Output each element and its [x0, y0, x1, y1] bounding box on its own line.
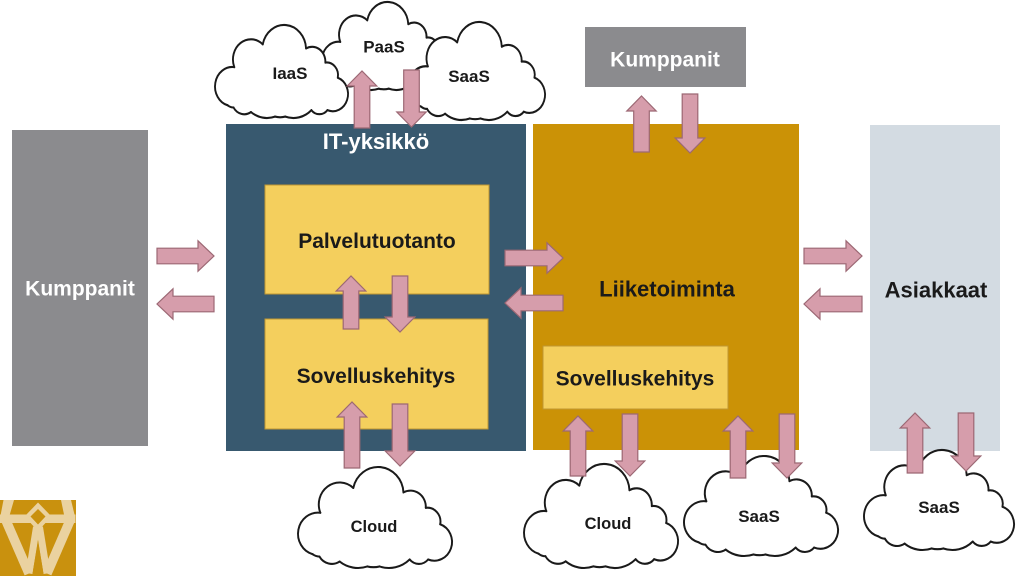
svg-text:Liiketoiminta: Liiketoiminta [599, 277, 735, 302]
svg-text:Asiakkaat: Asiakkaat [885, 278, 988, 303]
svg-text:PaaS: PaaS [363, 38, 405, 57]
svg-text:SaaS: SaaS [918, 498, 960, 517]
svg-text:SaaS: SaaS [448, 67, 490, 86]
svg-text:Sovelluskehitys: Sovelluskehitys [556, 367, 715, 390]
svg-text:Kumppanit: Kumppanit [25, 277, 135, 300]
svg-text:IaaS: IaaS [273, 64, 308, 83]
svg-text:IT-yksikkö: IT-yksikkö [323, 129, 429, 154]
svg-text:SaaS: SaaS [738, 507, 780, 526]
svg-text:Kumppanit: Kumppanit [610, 48, 720, 71]
svg-text:Cloud: Cloud [351, 518, 398, 536]
svg-text:Sovelluskehitys: Sovelluskehitys [297, 365, 456, 388]
svg-text:Cloud: Cloud [585, 515, 632, 533]
svg-text:Palvelutuotanto: Palvelutuotanto [298, 230, 456, 253]
